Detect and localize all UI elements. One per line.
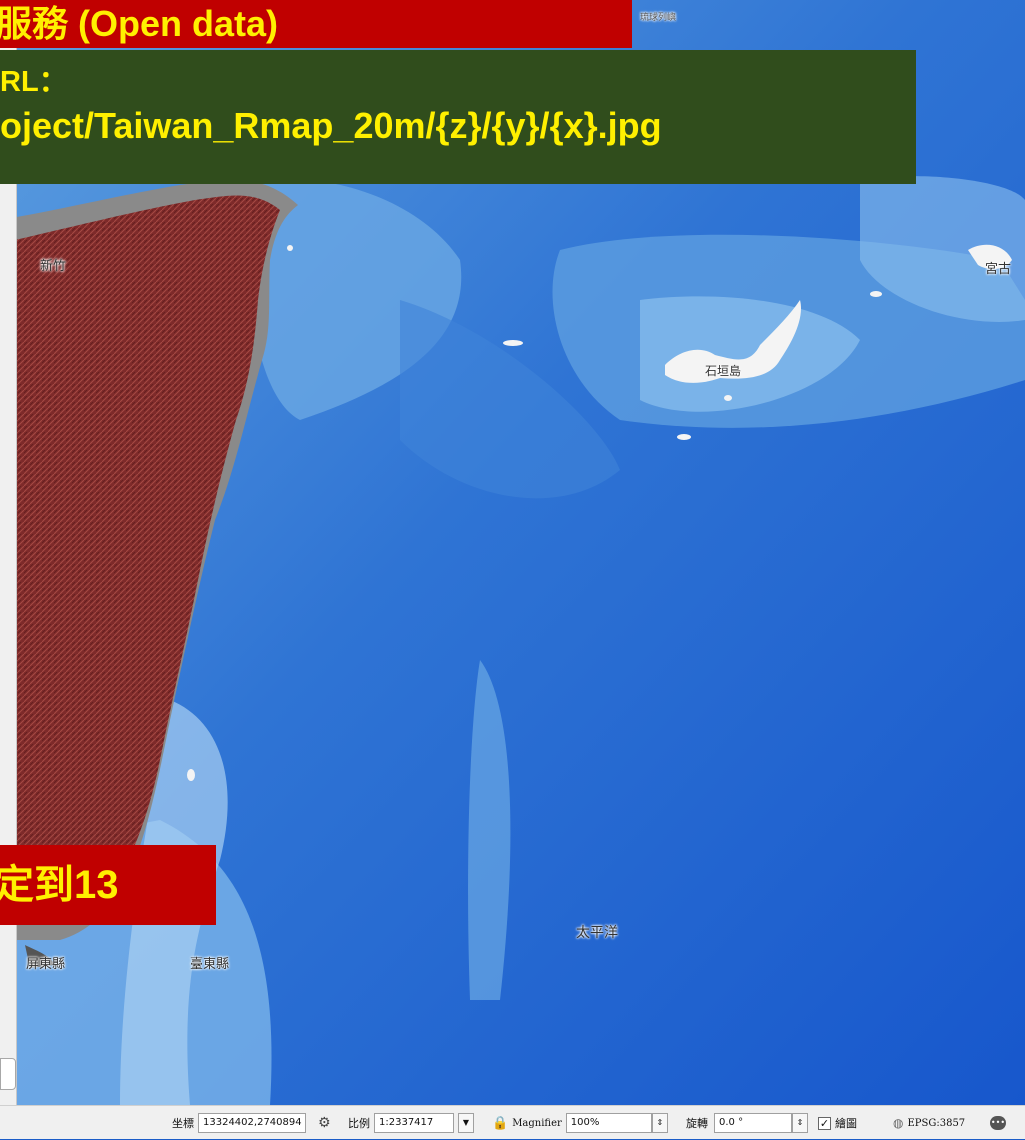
map-label-hsinchu: 新竹 [40, 259, 67, 274]
scale-field[interactable]: 1:2337417 [374, 1113, 454, 1133]
url-banner: RL： oject/Taiwan_Rmap_20m/{z}/{y}/{x}.jp… [0, 50, 916, 184]
map-canvas[interactable]: 琉球列嶼 新竹 宮古 石垣島 太平洋 屏東縣 臺東縣 服務 (Open data… [0, 0, 1025, 1105]
url-value: oject/Taiwan_Rmap_20m/{z}/{y}/{x}.jpg [0, 105, 662, 146]
magnifier-spinner[interactable]: ⇕ [651, 1113, 668, 1133]
map-label-taitung: 臺東縣 [190, 957, 230, 972]
coordinate-toggle-icon[interactable]: ⚙ [318, 1115, 331, 1131]
map-label-ryukyu: 琉球列嶼 [640, 13, 677, 23]
lock-icon[interactable]: 🔒 [492, 1115, 509, 1131]
rotation-spinner[interactable]: ⇕ [792, 1113, 808, 1133]
url-label: RL： [0, 66, 68, 98]
map-label-pingtung: 屏東縣 [26, 957, 66, 972]
scale-label: 比例 [348, 1117, 370, 1130]
rotation-field[interactable]: 0.0 ° [714, 1113, 792, 1133]
zoom-note-banner: 定到13 [0, 845, 216, 925]
title-banner: 服務 (Open data) [0, 0, 632, 48]
scale-dropdown-chevron-icon[interactable]: ▼ [458, 1113, 474, 1133]
render-checkbox[interactable]: ✓ [818, 1116, 831, 1130]
messages-icon[interactable]: ••• [990, 1116, 1006, 1130]
panel-handle[interactable] [0, 1058, 16, 1090]
coordinate-field[interactable]: 13324402,2740894 [198, 1113, 306, 1133]
magnifier-field[interactable]: 100% [565, 1113, 652, 1133]
globe-icon[interactable]: ◍ [893, 1116, 904, 1130]
map-label-ishigaki: 石垣島 [705, 364, 742, 378]
rotation-label: 旋轉 [686, 1117, 708, 1130]
magnifier-label: Magnifier [512, 1117, 562, 1129]
map-label-miyako: 宮古 [985, 262, 1012, 277]
map-label-pacific: 太平洋 [576, 925, 618, 941]
coordinate-label: 坐標 [172, 1117, 194, 1130]
crs-label[interactable]: EPSG:3857 [907, 1117, 966, 1129]
layers-panel-edge [0, 0, 17, 1105]
status-bar: 坐標 13324402,2740894 ⚙ 比例 1:2337417 ▼ 🔒 M… [0, 1105, 1025, 1139]
render-label: 繪圖 [835, 1117, 857, 1130]
